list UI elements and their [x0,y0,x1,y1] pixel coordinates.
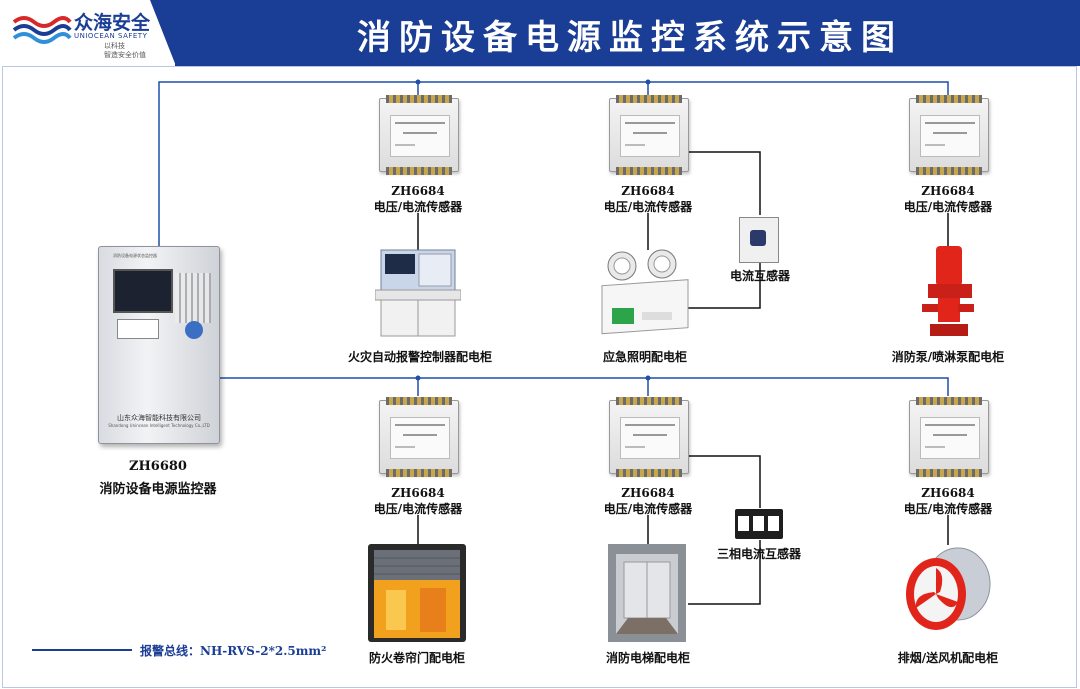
controller-printer [117,319,159,339]
current-transformer-label: 电流互感器 [729,269,790,283]
legend-line [32,649,132,651]
controller-keypad [175,273,211,323]
logo-cn-text: 众海安全 [74,12,151,34]
sensor-module-4 [379,397,459,477]
fire-alarm-cabinet-image [374,248,462,338]
sensor-4-name: 电压/电流传感器 [373,502,463,516]
emergency-light-cabinet-image [598,248,690,338]
title-bar-slant [150,0,176,66]
current-transformer-image [739,217,779,263]
lower-bus-line [218,377,949,396]
device-label-fire-alarm: 火灾自动报警控制器配电柜 [347,350,492,364]
sensor-5-name: 电压/电流传感器 [603,502,693,516]
controller-name: 消防设备电源监控器 [99,482,217,497]
diagram-frame [2,66,1077,688]
controller-direction-pad-icon [185,321,203,339]
sensor-5-model: ZH6684 [621,486,675,500]
sensor-6-model: ZH6684 [921,486,975,500]
device-label-smoke-fan: 排烟/送风机配电柜 [897,651,999,665]
header: 众海安全 UNIOCEAN SAFETY 以科技 智造安全价值 消防设备电源监控… [0,0,1080,66]
logo-slogan-1: 以科技 [104,42,125,50]
device-label-fire-elevator: 消防电梯配电柜 [605,651,690,665]
wave-logo-icon [12,16,72,44]
three-phase-transformer-image [735,509,783,539]
bus-junction-dots [415,79,651,381]
sensor-1-model: ZH6684 [391,184,445,198]
controller-model: ZH6680 [129,459,187,474]
alarm-bus-lines [158,81,949,396]
fire-pump-image [918,244,978,340]
legend-bus-text: 报警总线：NH-RVS-2*2.5mm² [140,644,327,658]
device-label-fire-pump: 消防泵/喷淋泵配电柜 [891,350,1005,364]
sensor-wiring [417,151,949,605]
logo-slogan-2: 智造安全价值 [104,51,146,59]
sensor-1-name: 电压/电流传感器 [373,200,463,214]
fire-elevator-image [608,544,686,642]
device-label-fire-shutter: 防火卷帘门配电柜 [368,651,465,665]
page-title: 消防设备电源监控系统示意图 [357,18,903,58]
sensor-2-model: ZH6684 [621,184,675,198]
controller-screen [113,269,173,313]
sensor-module-6 [909,397,989,477]
sensor-4-model: ZH6684 [391,486,445,500]
controller-brand: 山东众海智能科技有限公司 [117,414,201,422]
controller-brand-en: Shandong Unincean Intelligent Technology… [108,423,210,428]
sensor-module-3 [909,95,989,175]
three-phase-transformer-label: 三相电流互感器 [716,547,801,561]
upper-bus-line [158,81,949,250]
sensor-6-name: 电压/电流传感器 [903,502,993,516]
title-bar [175,0,1080,66]
controller-panel-title: 消防设备电源状态监控器 [113,253,157,258]
sensor-module-5 [609,397,689,477]
logo-en-text: UNIOCEAN SAFETY [74,32,148,40]
sensor-3-name: 电压/电流传感器 [903,200,993,214]
company-logo: 众海安全 UNIOCEAN SAFETY 以科技 智造安全价值 [12,8,152,60]
sensor-module-1 [379,95,459,175]
device-label-emergency-light: 应急照明配电柜 [602,350,687,364]
smoke-exhaust-fan-image [902,544,994,636]
zh6680-controller-image: 消防设备电源状态监控器 山东众海智能科技有限公司 Shandong Unince… [98,246,220,444]
fire-shutter-door-image [368,544,466,642]
sensor-2-name: 电压/电流传感器 [603,200,693,214]
sensor-3-model: ZH6684 [921,184,975,198]
sensor-module-2 [609,95,689,175]
